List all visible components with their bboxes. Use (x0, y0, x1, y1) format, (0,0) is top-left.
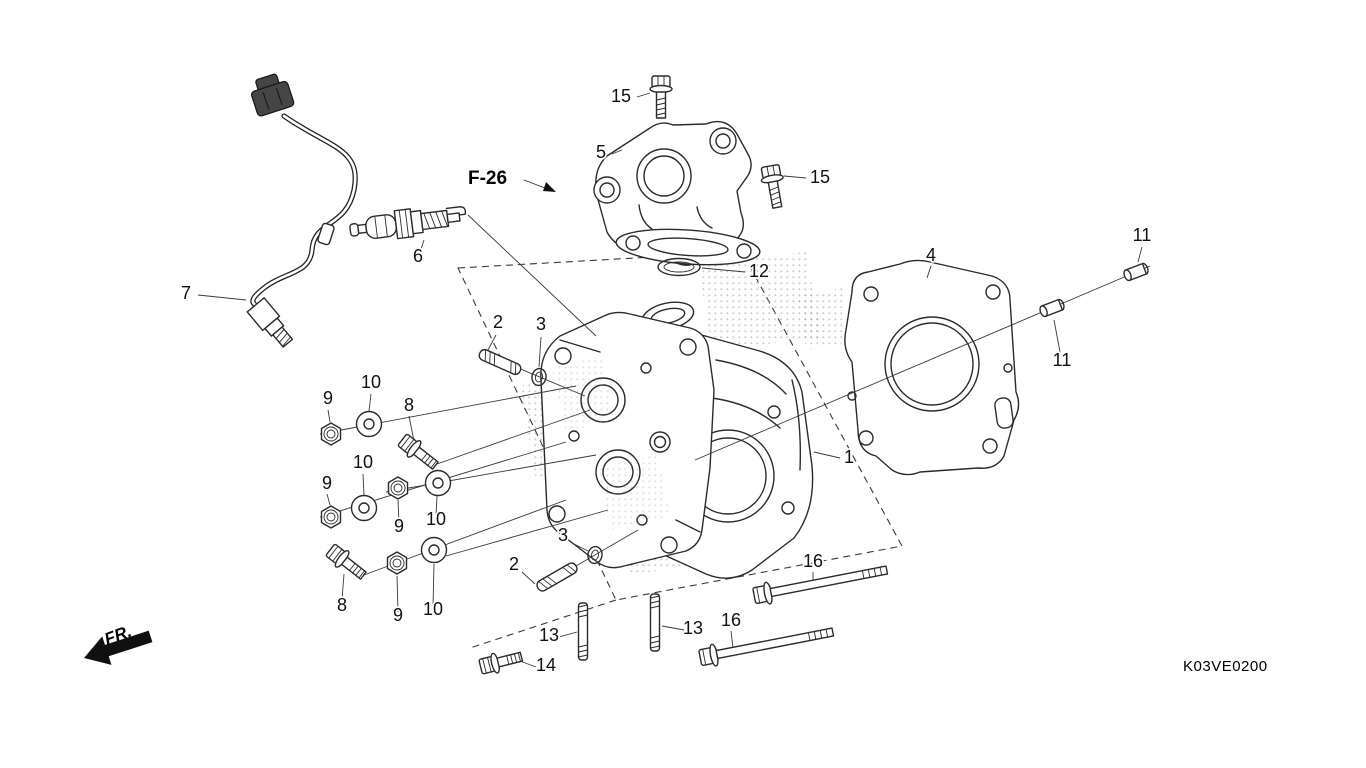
part-label-5: 5 (596, 142, 606, 162)
part-label-10: 10 (353, 452, 373, 472)
fr-direction-arrow-icon (84, 630, 153, 665)
part-label-9: 9 (393, 605, 403, 625)
part-label-9: 9 (322, 473, 332, 493)
part-label-16: 16 (721, 610, 741, 630)
part-label-14: 14 (536, 655, 556, 675)
ref-f26-label: F-26 (468, 168, 507, 189)
hex-nut-9c (387, 476, 409, 500)
ref-f26: F-26 (468, 168, 556, 192)
part-label-3: 3 (536, 314, 546, 334)
hex-nut-9b (320, 505, 342, 529)
flange-bolt-8b (323, 541, 371, 585)
part-label-16: 16 (803, 551, 823, 571)
long-bolt-16b (697, 620, 836, 670)
part-label-3: 3 (558, 525, 568, 545)
part-label-4: 4 (926, 245, 936, 265)
hex-nut-9a (320, 422, 342, 446)
part-label-15: 15 (810, 167, 830, 187)
part-label-6: 6 (413, 246, 423, 266)
hex-nut-9d (386, 551, 408, 575)
part-label-7: 7 (181, 283, 191, 303)
part-label-2: 2 (493, 312, 503, 332)
part-label-10: 10 (426, 509, 446, 529)
intake-manifold (593, 120, 761, 266)
washer-10d (420, 536, 448, 564)
part-label-8: 8 (337, 595, 347, 615)
wire-connector (250, 73, 295, 117)
washer-10c (424, 469, 452, 497)
manifold-bolt-15a (649, 75, 673, 119)
sensor-wire-assembly (246, 73, 358, 348)
washer-10a (355, 410, 383, 438)
manifold-bolt-15b (758, 163, 789, 210)
part-label-12: 12 (749, 261, 769, 281)
part-label-13: 13 (539, 625, 559, 645)
ref-arrowhead-icon (543, 182, 556, 192)
part-label-9: 9 (394, 516, 404, 536)
part-label-8: 8 (404, 395, 414, 415)
dowel-pin-11a (1121, 261, 1151, 283)
part-label-9: 9 (323, 388, 333, 408)
part-label-2: 2 (509, 554, 519, 574)
cylinder-head (540, 301, 814, 579)
head-gasket (844, 259, 1020, 476)
part-label-15: 15 (611, 86, 631, 106)
part-label-13: 13 (683, 618, 703, 638)
stud-bolt-lower (534, 560, 580, 594)
part-label-11: 11 (1053, 350, 1072, 370)
part-label-10: 10 (361, 372, 381, 392)
part-label-11: 11 (1133, 225, 1152, 245)
manifold-oring (657, 257, 701, 277)
part-label-1: 1 (844, 447, 854, 467)
dowel-pin-11b (1037, 297, 1067, 319)
part-label-10: 10 (423, 599, 443, 619)
diagram-code: K03VE0200 (1183, 658, 1268, 675)
front-direction: FR. (84, 622, 153, 665)
washer-10b (350, 494, 378, 522)
spark-plug (349, 206, 467, 240)
stud-13b (649, 593, 661, 652)
flange-bolt-8a (395, 431, 443, 475)
flange-bolt-14 (477, 646, 525, 678)
stud-13a (577, 602, 589, 661)
sensor-body (246, 297, 294, 348)
stud-bolt-upper (476, 347, 524, 377)
